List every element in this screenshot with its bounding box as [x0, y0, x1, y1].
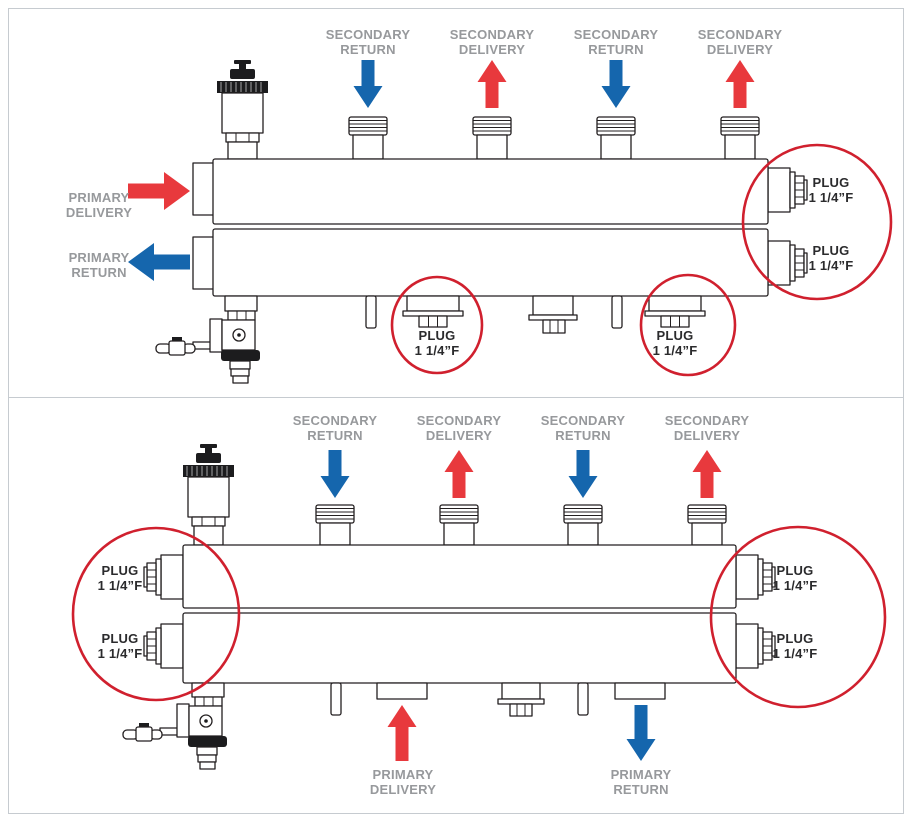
drain-valve-icon	[122, 682, 227, 770]
secondary-return-label: SECONDARY RETURN	[326, 27, 410, 57]
label-line: RETURN	[613, 782, 669, 797]
flow-arrows	[128, 60, 755, 281]
label-line: RETURN	[588, 42, 644, 57]
highlight-circles	[71, 525, 887, 709]
label-line: DELIVERY	[369, 782, 437, 797]
label-line: SECONDARY	[573, 27, 659, 42]
drain-valve-icon	[155, 295, 260, 384]
label-line: PRIMARY	[610, 767, 672, 782]
label-line: PLUG	[776, 631, 814, 646]
primary-return-label: PRIMARY RETURN	[611, 767, 672, 797]
highlight-circles	[390, 143, 893, 377]
label-line: RETURN	[307, 428, 363, 443]
bottom-fittings	[330, 682, 666, 717]
secondary-delivery-label: SECONDARY DELIVERY	[450, 27, 534, 57]
secondary-delivery-arrow-icon	[692, 450, 722, 498]
right-plug-fittings	[789, 171, 808, 282]
label-line: RETURN	[555, 428, 611, 443]
label-line: DELIVERY	[458, 42, 526, 57]
plug-label: PLUG 1 1/4”F	[809, 243, 854, 273]
manifold-drawing-config2	[71, 444, 887, 770]
label-line: PRIMARY	[372, 767, 434, 782]
secondary-delivery-label: SECONDARY DELIVERY	[698, 27, 782, 57]
primary-return-arrow-icon	[626, 705, 656, 761]
label-line: PLUG	[812, 175, 850, 190]
plug-label: PLUG 1 1/4”F	[653, 328, 698, 358]
label-line: DELIVERY	[673, 428, 741, 443]
plug-label: PLUG 1 1/4”F	[415, 328, 460, 358]
primary-delivery-arrow-icon	[387, 705, 417, 761]
bottom-fittings	[365, 295, 706, 334]
plug-label: PLUG 1 1/4”F	[773, 563, 818, 593]
label-line: PLUG	[101, 563, 139, 578]
label-line: PLUG	[812, 243, 850, 258]
primary-return-arrow-icon	[128, 243, 190, 281]
label-line: 1 1/4”F	[808, 190, 854, 205]
secondary-return-arrow-icon	[568, 450, 598, 498]
label-line: DELIVERY	[65, 205, 133, 220]
primary-delivery-port	[376, 682, 428, 700]
label-line: 1 1/4”F	[652, 343, 698, 358]
secondary-return-label: SECONDARY RETURN	[541, 413, 625, 443]
secondary-return-arrow-icon	[601, 60, 631, 108]
label-line: 1 1/4”F	[97, 646, 143, 661]
label-line: SECONDARY	[540, 413, 626, 428]
secondary-return-label: SECONDARY RETURN	[574, 27, 658, 57]
plug-label: PLUG 1 1/4”F	[809, 175, 854, 205]
label-line: SECONDARY	[449, 27, 535, 42]
label-line: 1 1/4”F	[772, 646, 818, 661]
air-vent-icon	[183, 444, 234, 546]
secondary-return-arrow-icon	[353, 60, 383, 108]
label-line: PLUG	[776, 563, 814, 578]
label-line: PLUG	[101, 631, 139, 646]
secondary-return-arrow-icon	[320, 450, 350, 498]
label-line: DELIVERY	[706, 42, 774, 57]
secondary-delivery-arrow-icon	[477, 60, 507, 108]
label-line: RETURN	[71, 265, 127, 280]
label-line: 1 1/4”F	[808, 258, 854, 273]
plug-label: PLUG 1 1/4”F	[773, 631, 818, 661]
label-line: PLUG	[656, 328, 694, 343]
primary-delivery-label: PRIMARY DELIVERY	[66, 190, 132, 220]
secondary-delivery-arrow-icon	[444, 450, 474, 498]
primary-delivery-label: PRIMARY DELIVERY	[370, 767, 436, 797]
label-line: PRIMARY	[68, 190, 130, 205]
primary-delivery-arrow-icon	[128, 172, 190, 210]
label-line: PRIMARY	[68, 250, 130, 265]
secondary-delivery-arrow-icon	[725, 60, 755, 108]
label-line: DELIVERY	[425, 428, 493, 443]
secondary-delivery-label: SECONDARY DELIVERY	[417, 413, 501, 443]
label-line: SECONDARY	[697, 27, 783, 42]
label-line: PLUG	[418, 328, 456, 343]
secondary-return-label: SECONDARY RETURN	[293, 413, 377, 443]
label-line: 1 1/4”F	[414, 343, 460, 358]
secondary-nipples	[348, 116, 760, 160]
panel-frame-2	[8, 397, 904, 814]
label-line: 1 1/4”F	[772, 578, 818, 593]
manifold-body	[160, 544, 759, 684]
plug-label: PLUG 1 1/4”F	[98, 563, 143, 593]
secondary-delivery-label: SECONDARY DELIVERY	[665, 413, 749, 443]
plug-label: PLUG 1 1/4”F	[98, 631, 143, 661]
label-line: SECONDARY	[292, 413, 378, 428]
secondary-nipples	[315, 504, 727, 546]
primary-return-label: PRIMARY RETURN	[69, 250, 130, 280]
label-line: 1 1/4”F	[97, 578, 143, 593]
air-vent-icon	[217, 60, 268, 160]
primary-return-port	[614, 682, 666, 700]
label-line: SECONDARY	[416, 413, 502, 428]
label-line: SECONDARY	[664, 413, 750, 428]
manifold-body	[192, 158, 791, 297]
manifold-drawing-config1	[128, 60, 893, 384]
label-line: RETURN	[340, 42, 396, 57]
label-line: SECONDARY	[325, 27, 411, 42]
